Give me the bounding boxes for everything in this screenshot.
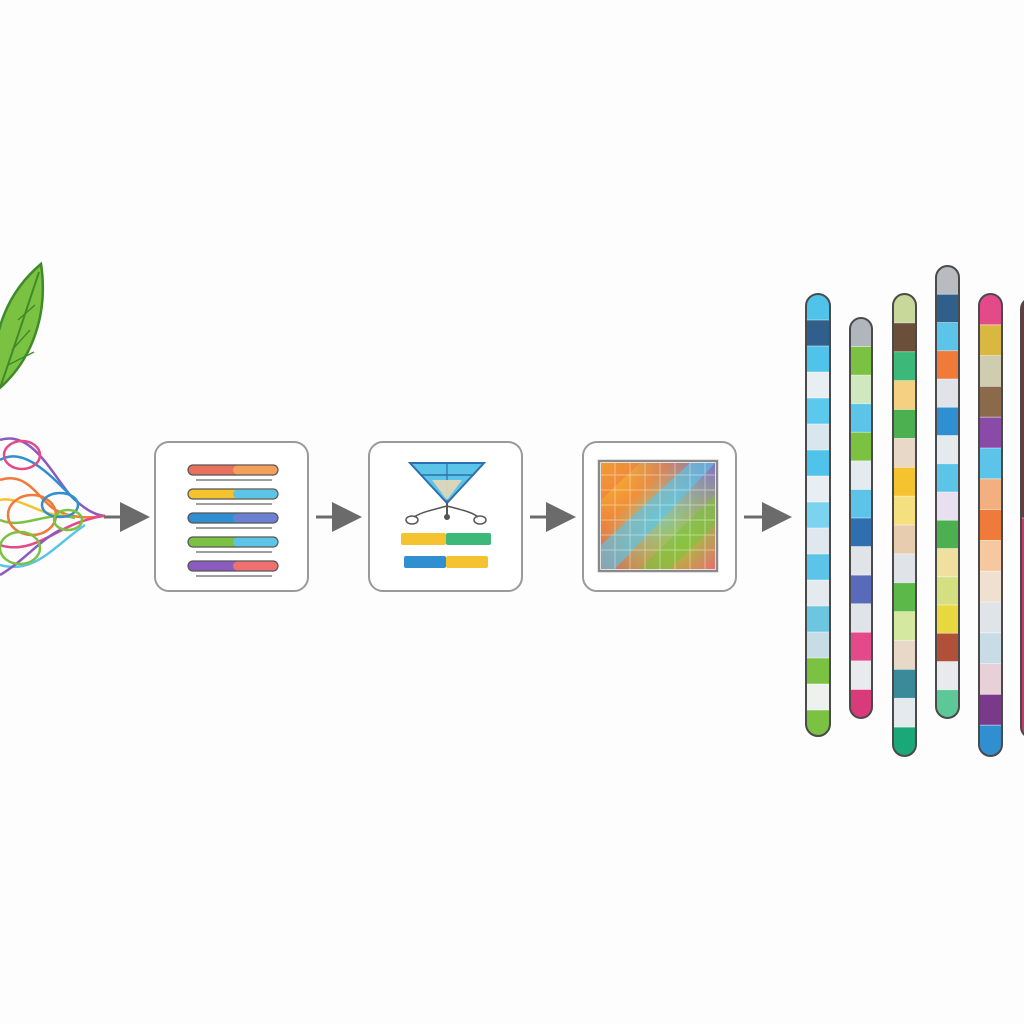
leaf-dna-icon	[0, 261, 106, 577]
chromosome	[1020, 298, 1024, 738]
color-heatmap-icon	[597, 459, 719, 573]
filtered-read-bar	[404, 556, 488, 568]
reads-box	[154, 441, 309, 592]
chromosome	[849, 317, 873, 719]
chromosome	[978, 293, 1003, 757]
filtered-reads-icon	[401, 533, 491, 568]
chromosome	[935, 265, 960, 719]
read-bar	[187, 512, 279, 529]
filter-funnel-icon	[405, 462, 487, 525]
dna-strands-icon	[0, 437, 106, 577]
chromosome	[805, 293, 831, 737]
filtered-read-bar	[401, 533, 491, 545]
read-bar	[187, 488, 279, 505]
read-bar	[187, 560, 279, 577]
read-bar	[187, 536, 279, 553]
sequence-reads-icon	[187, 464, 279, 577]
read-bar	[187, 464, 279, 481]
filter-box	[368, 441, 523, 592]
map-box	[582, 441, 737, 592]
chromosome-bars-icon	[805, 265, 1024, 757]
chromosome	[892, 293, 917, 757]
